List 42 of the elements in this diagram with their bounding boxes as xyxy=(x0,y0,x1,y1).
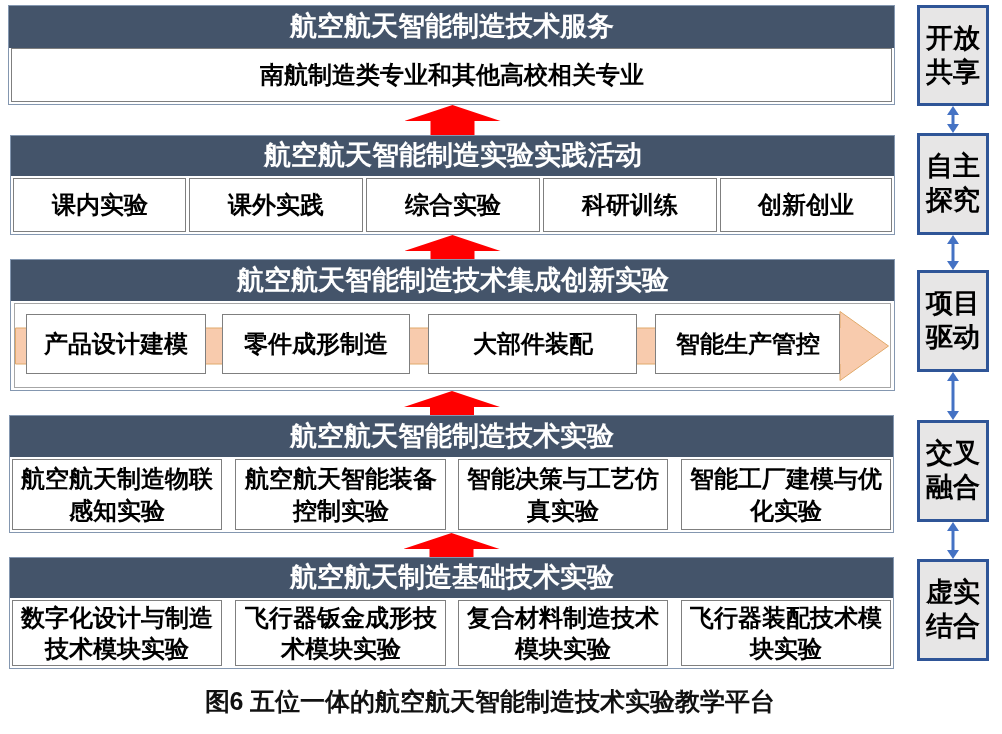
layer-header: 航空航天智能制造技术集成创新实验 xyxy=(11,260,894,301)
principle-box: 虚实结合 xyxy=(917,559,989,661)
module-box: 智能生产管控 xyxy=(655,314,840,374)
module-box: 综合实验 xyxy=(366,178,540,232)
layer-group xyxy=(10,259,895,391)
block-arrow xyxy=(404,391,500,415)
double-arrow xyxy=(947,372,959,420)
block-arrow xyxy=(403,533,500,557)
layer-group xyxy=(9,415,894,533)
module-box: 课外实践 xyxy=(189,178,363,232)
layer-header: 航空航天制造基础技术实验 xyxy=(10,558,893,598)
layer-group xyxy=(9,557,894,669)
module-box: 智能工厂建模与优化实验 xyxy=(681,459,891,530)
principle-box: 交叉融合 xyxy=(917,420,989,522)
principle-box: 自主探究 xyxy=(917,133,989,235)
module-box: 数字化设计与制造技术模块实验 xyxy=(12,600,222,666)
module-box: 航空航天智能装备控制实验 xyxy=(235,459,446,530)
module-box: 创新创业 xyxy=(720,178,892,232)
layer-group xyxy=(10,135,895,235)
caption: 图6 五位一体的航空航天智能制造技术实验教学平台 xyxy=(204,687,776,715)
double-arrow xyxy=(947,106,959,133)
module-box: 航空航天制造物联感知实验 xyxy=(12,459,222,530)
layer-header: 航空航天智能制造实验实践活动 xyxy=(11,136,894,176)
double-arrow xyxy=(947,522,959,559)
module-box: 课内实验 xyxy=(13,178,186,232)
principle-box: 项目驱动 xyxy=(917,270,989,372)
module-box: 科研训练 xyxy=(543,178,717,232)
layer-header: 航空航天智能制造技术实验 xyxy=(10,416,893,457)
module-box: 零件成形制造 xyxy=(222,314,410,374)
double-arrow xyxy=(947,235,959,270)
module-box: 大部件装配 xyxy=(428,314,637,374)
block-arrow xyxy=(404,105,501,135)
module-box: 智能决策与工艺仿真实验 xyxy=(458,459,668,530)
principle-box: 开放共享 xyxy=(917,5,989,106)
module-box: 南航制造类专业和其他高校相关专业 xyxy=(11,48,892,102)
module-box: 飞行器装配技术模块实验 xyxy=(681,600,891,666)
module-box: 产品设计建模 xyxy=(26,314,206,374)
layer-header: 航空航天智能制造技术服务 xyxy=(9,6,894,48)
layer-group xyxy=(8,5,895,105)
module-box: 飞行器钣金成形技术模块实验 xyxy=(235,600,446,666)
block-arrow xyxy=(404,235,501,259)
module-box: 复合材料制造技术模块实验 xyxy=(458,600,668,666)
